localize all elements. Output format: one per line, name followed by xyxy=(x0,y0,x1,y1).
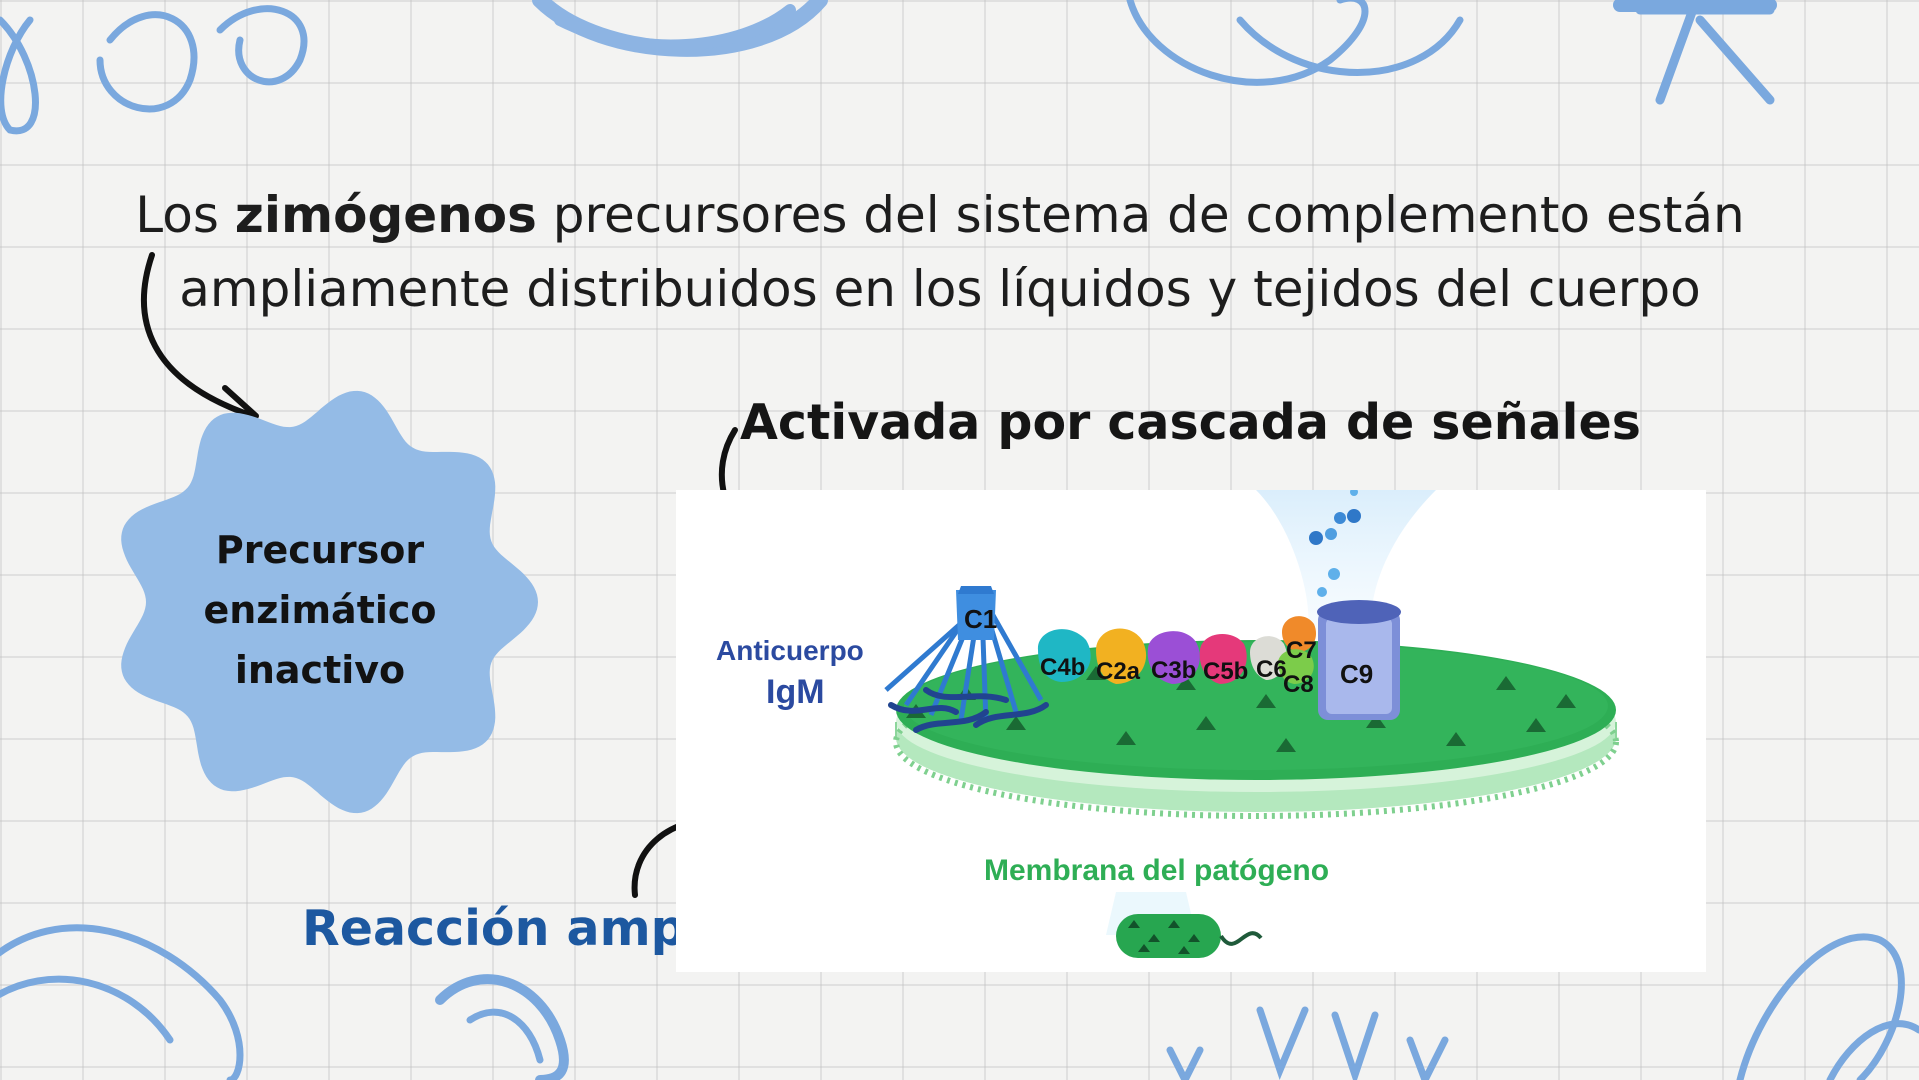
c6-blob xyxy=(1250,636,1287,680)
component-label-c4b: C4b xyxy=(1040,654,1085,681)
component-label-c3b: C3b xyxy=(1151,657,1196,684)
title-line-2: ampliamente distribuidos en los líquidos… xyxy=(179,260,1701,318)
released-molecules xyxy=(1309,490,1361,614)
page-title: Los zimógenos precursores del sistema de… xyxy=(120,178,1760,326)
component-label-c5b: C5b xyxy=(1203,658,1248,685)
title-line-1: Los zimógenos precursores del sistema de… xyxy=(135,186,1745,244)
title-bold-term: zimógenos xyxy=(234,186,537,244)
badge-label: Precursor enzimático inactivo xyxy=(203,528,437,692)
pore-glow xyxy=(1256,490,1436,640)
component-label-c6: C6 xyxy=(1256,656,1287,683)
c2a-blob xyxy=(1096,628,1147,684)
component-label-c8: C8 xyxy=(1283,671,1314,698)
antibody-type-label: IgM xyxy=(766,673,825,711)
component-label-c9: C9 xyxy=(1340,659,1373,689)
c1-complex xyxy=(884,586,1049,733)
c5b-blob xyxy=(1199,633,1247,684)
complement-diagram-svg: C1 C4b C2a C3b C5b C6 C7 C8 C9 Anticuerp… xyxy=(716,490,1619,958)
precursor-badge xyxy=(121,390,538,814)
c7-blob xyxy=(1282,616,1317,652)
cascade-heading: Activada por cascada de señales xyxy=(740,394,1641,451)
membrane-label: Membrana del patógeno xyxy=(984,854,1329,887)
antibody-label: Anticuerpo xyxy=(716,635,864,666)
component-label-c2a: C2a xyxy=(1096,658,1141,685)
c8-blob xyxy=(1278,649,1314,684)
c4b-blob xyxy=(1037,629,1091,682)
complement-diagram: C1 C4b C2a C3b C5b C6 C7 C8 C9 Anticuerp… xyxy=(676,490,1706,972)
c3b-blob xyxy=(1147,631,1200,684)
component-label-c7: C7 xyxy=(1286,637,1317,664)
component-label-c1: C1 xyxy=(964,604,997,634)
complement-proteins xyxy=(1037,600,1401,720)
pathogen-icon xyxy=(1106,892,1263,958)
